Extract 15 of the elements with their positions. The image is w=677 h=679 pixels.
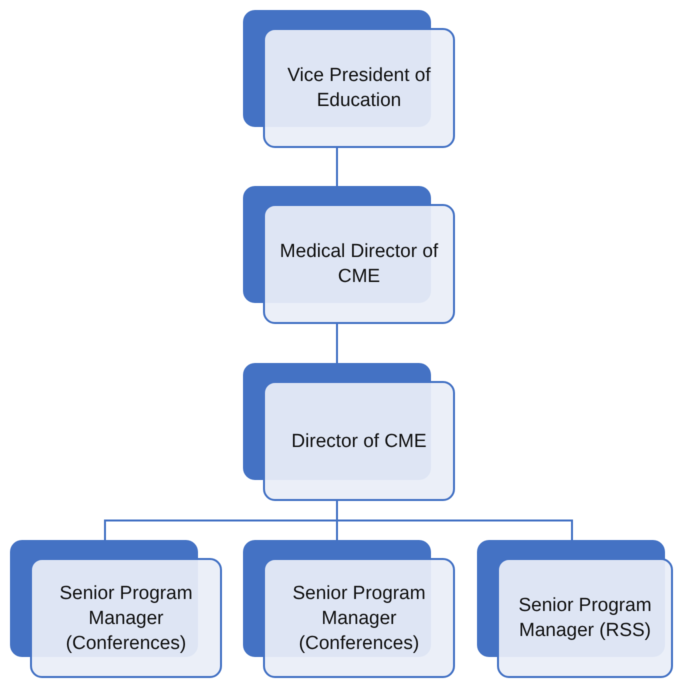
org-chart-box: [243, 186, 455, 324]
connector-line: [336, 148, 338, 186]
position-title: Medical Director of CME: [278, 240, 440, 289]
position-title: Vice President of Education: [286, 64, 432, 113]
position-title: Senior Program Manager (RSS): [517, 594, 653, 643]
org-chart-box: [10, 540, 222, 678]
position-title: Senior Program Manager (Conferences): [291, 582, 427, 656]
org-chart-box: [477, 540, 673, 678]
org-chart-box: [243, 10, 455, 148]
position-title: Senior Program Manager (Conferences): [58, 582, 194, 656]
position-title: Director of CME: [291, 430, 427, 454]
connector-line: [336, 501, 573, 540]
org-chart-box: [243, 540, 455, 678]
org-chart-box: [243, 363, 455, 501]
connector-line: [336, 324, 338, 363]
